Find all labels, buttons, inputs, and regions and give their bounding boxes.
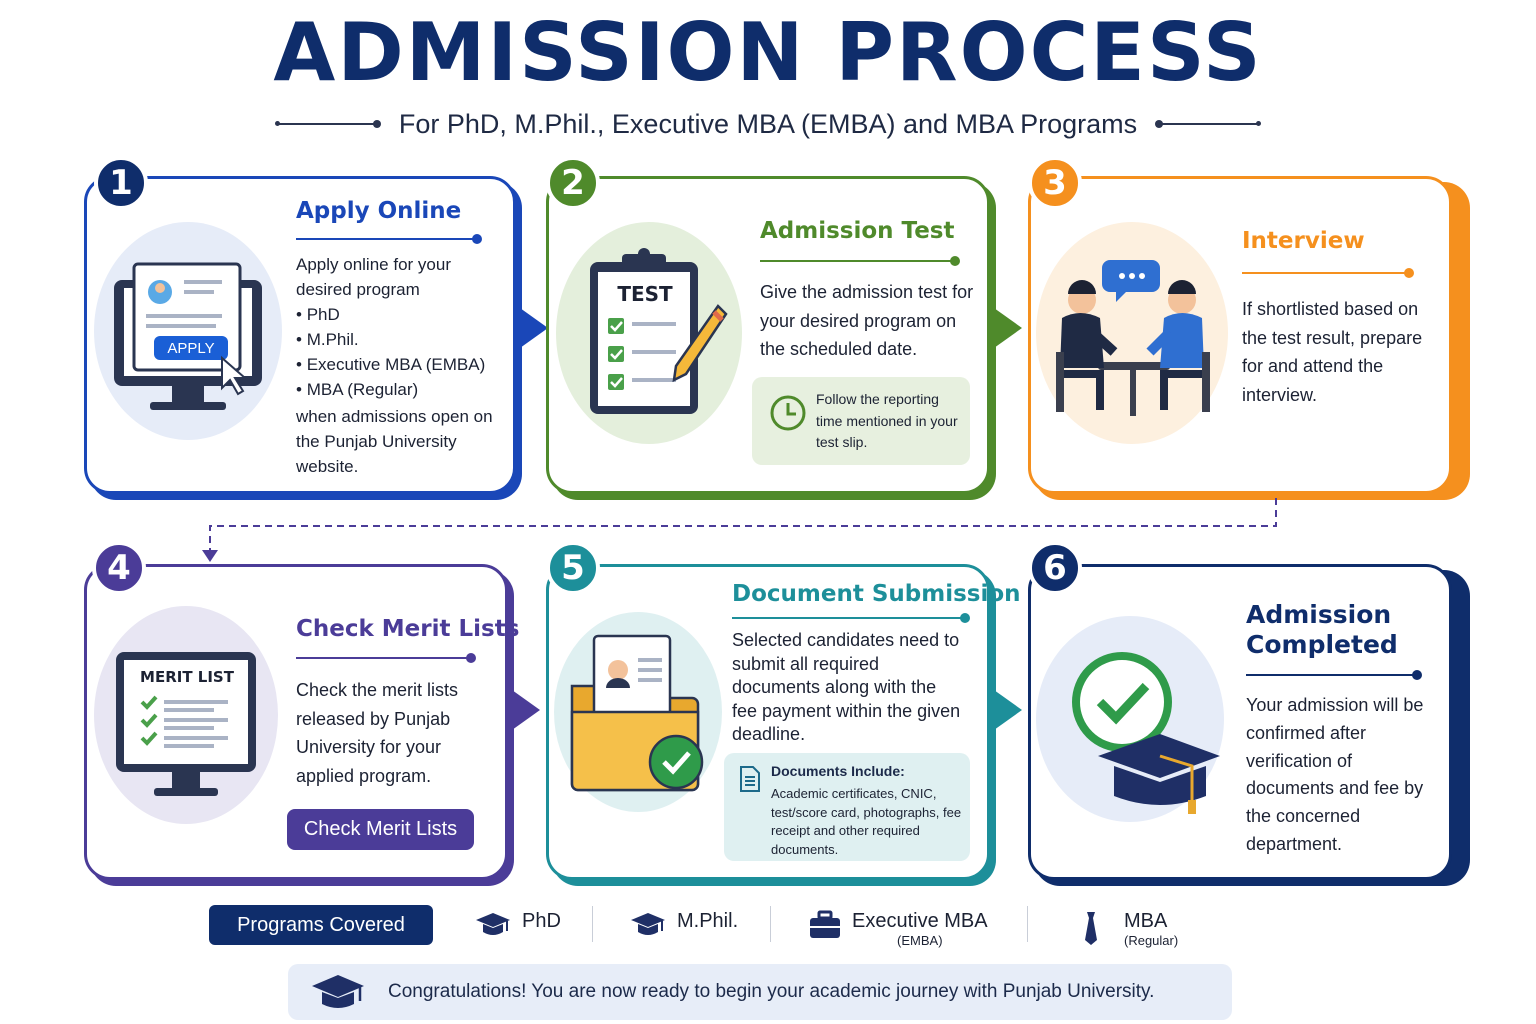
briefcase-icon (810, 910, 840, 938)
page-title: ADMISSION PROCESS (273, 6, 1263, 99)
step2-illustration-circle (556, 222, 742, 444)
program-mba-text: MBA (Regular) (1124, 910, 1178, 948)
step5-note-box: Documents Include: Academic certificates… (724, 753, 970, 861)
program-emba-label: Executive MBA (852, 910, 988, 932)
clipboard-test-icon (590, 248, 728, 414)
step1-body: Apply online for your desired program Ph… (296, 252, 506, 479)
program-mba: MBA (Regular) (1082, 910, 1178, 948)
step1-bullet-mba: MBA (Regular) (296, 377, 506, 402)
subtitle-row: For PhD, M.Phil., Executive MBA (EMBA) a… (0, 104, 1536, 144)
subtitle-divider-right (1155, 120, 1262, 128)
program-emba-sub: (EMBA) (897, 933, 943, 948)
step2-title: Admission Test (760, 218, 955, 244)
step6-number-badge: 6 (1028, 541, 1082, 595)
program-phd-label: PhD (522, 910, 561, 932)
graduation-check-icon (1072, 652, 1220, 814)
step2-divider (760, 256, 960, 266)
program-mba-sub: (Regular) (1124, 933, 1179, 948)
step6-title: Admission Completed (1246, 600, 1398, 660)
programs-covered-label: Programs Covered (209, 905, 433, 945)
step5-note-text: Academic certificates, CNIC, test/score … (771, 786, 962, 857)
step1-divider (296, 234, 482, 244)
step3-divider (1242, 268, 1414, 278)
step3-body: If shortlisted based on the test result,… (1242, 299, 1423, 405)
page-subtitle: For PhD, M.Phil., Executive MBA (EMBA) a… (398, 108, 1138, 139)
step6-title-line1: Admission (1246, 600, 1392, 629)
step5-divider (732, 613, 970, 623)
step4-body: Check the merit lists released by Punjab… (296, 680, 459, 786)
connector-step3-to-step4 (202, 498, 1277, 562)
congratulations-text: Congratulations! You are now ready to be… (388, 981, 1155, 1002)
computer-apply-icon (114, 262, 262, 410)
check-merit-lists-button[interactable]: Check Merit Lists (287, 809, 474, 850)
test-illustration-label: TEST (617, 282, 673, 306)
step5-body: Selected candidates need to submit all r… (732, 630, 961, 744)
step1-bullet-phd: PhD (296, 302, 506, 327)
step3-illustration-circle (1036, 222, 1228, 444)
step3-number-badge: 3 (1028, 156, 1082, 210)
step2-note-box: Follow the reporting time mentioned in y… (752, 377, 970, 465)
tie-icon (1085, 912, 1097, 945)
step5-illustration-circle (554, 612, 722, 812)
program-separator (592, 906, 593, 942)
program-emba-text: Executive MBA (EMBA) (852, 910, 988, 948)
step1-number-badge: 1 (94, 156, 148, 210)
merit-list-illustration-label: MERIT LIST (140, 668, 234, 686)
program-separator (1027, 906, 1028, 942)
step2-number-badge: 2 (546, 156, 600, 210)
arrow-step1-to-step2 (520, 308, 548, 348)
graduation-cap-icon (476, 913, 510, 935)
step2-body: Give the admission test for your desired… (760, 282, 974, 359)
congratulations-banner: Congratulations! You are now ready to be… (288, 964, 1232, 1020)
step1-program-list: PhD M.Phil. Executive MBA (EMBA) MBA (Re… (296, 302, 506, 402)
step4-title: Check Merit Lists (296, 616, 520, 642)
program-separator (770, 906, 771, 942)
step5-number-badge: 5 (546, 541, 600, 595)
arrow-step4-to-step5 (512, 690, 540, 730)
step1-outro: when admissions open on the Punjab Unive… (296, 407, 493, 476)
step3-title: Interview (1242, 228, 1365, 254)
program-mba-label: MBA (1124, 910, 1168, 932)
step6-title-line2: Completed (1246, 630, 1398, 659)
step5-note-title: Documents Include: (771, 763, 905, 779)
step4-divider (296, 653, 476, 663)
clock-icon (770, 395, 806, 431)
program-mphil-label: M.Phil. (677, 910, 739, 932)
step4-illustration-circle (94, 606, 278, 824)
apply-illustration-label: APPLY (167, 339, 215, 357)
step1-bullet-mphil: M.Phil. (296, 327, 506, 352)
arrow-step5-to-step6 (994, 690, 1022, 730)
step6-divider (1246, 670, 1422, 680)
step1-bullet-emba: Executive MBA (EMBA) (296, 352, 506, 377)
step1-title: Apply Online (296, 198, 462, 224)
program-phd: PhD (474, 910, 561, 940)
arrow-step2-to-step3 (994, 308, 1022, 348)
graduation-cap-icon (631, 913, 665, 935)
program-mphil: M.Phil. (629, 910, 738, 940)
folder-documents-icon (570, 634, 704, 792)
interview-icon (1056, 260, 1210, 416)
subtitle-divider-left (274, 120, 381, 128)
document-icon (740, 766, 760, 792)
graduation-cap-icon (312, 975, 364, 1008)
step5-title: Document Submission (732, 581, 1021, 607)
program-emba: Executive MBA (EMBA) (808, 910, 988, 948)
step4-number-badge: 4 (92, 541, 146, 595)
step6-body: Your admission will be confirmed after v… (1246, 695, 1424, 854)
merit-list-monitor-icon (116, 652, 256, 796)
step2-note-text: Follow the reporting time mentioned in y… (816, 391, 958, 450)
step1-illustration-circle (94, 222, 282, 440)
step1-intro: Apply online for your desired program (296, 255, 451, 299)
step6-illustration-circle (1036, 616, 1224, 822)
